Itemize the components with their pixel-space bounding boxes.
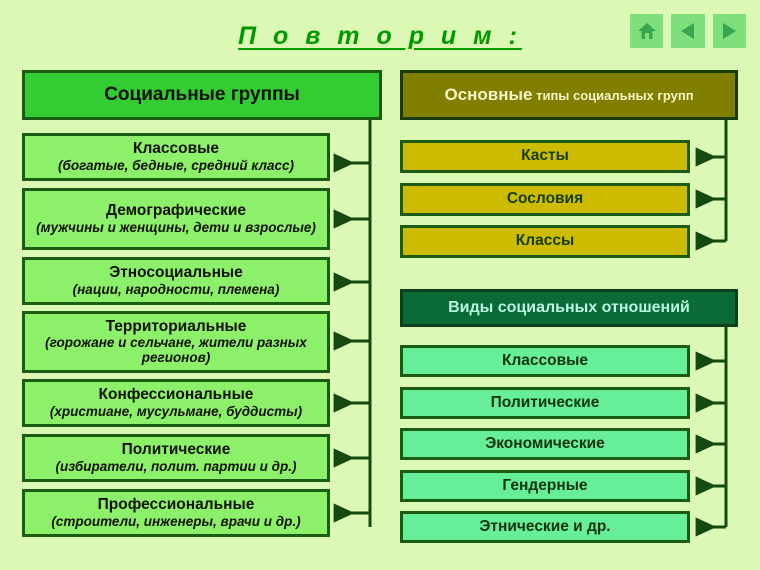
previous-button[interactable] xyxy=(671,14,705,48)
slide-title: П о в т о р и м : xyxy=(238,22,522,50)
social-group-item-demograficheskie[interactable]: Демографические (мужчины и женщины, дети… xyxy=(22,188,330,250)
item-title: Сословия xyxy=(506,190,584,208)
relation-types-header-label: Виды социальных отношений xyxy=(448,298,690,316)
item-title: Конфессиональные xyxy=(98,386,254,404)
item-title: Гендерные xyxy=(502,476,588,494)
item-title: Политические xyxy=(490,393,600,411)
relation-type-item-gendernye[interactable]: Гендерные xyxy=(400,470,690,502)
main-types-header-label: Основные типы социальных групп xyxy=(444,86,693,104)
main-types-header-rest: типы социальных групп xyxy=(532,88,694,104)
item-title: Касты xyxy=(521,147,569,165)
triangle-right-icon xyxy=(718,20,740,42)
item-title: Демографические xyxy=(106,202,246,220)
relation-type-item-klassovye[interactable]: Классовые xyxy=(400,345,690,377)
social-group-item-classovye[interactable]: Классовые (богатые, бедные, средний клас… xyxy=(22,133,330,181)
item-title: Этнические и др. xyxy=(479,517,611,535)
item-title: Этносоциальные xyxy=(109,264,243,282)
social-group-item-politicheskie[interactable]: Политические (избиратели, полит. партии … xyxy=(22,434,330,482)
item-title: Экономические xyxy=(485,434,605,452)
social-group-item-professionalnye[interactable]: Профессиональные (строители, инженеры, в… xyxy=(22,489,330,537)
item-title: Территориальные xyxy=(105,318,247,336)
home-icon xyxy=(636,20,658,42)
item-title: Политические xyxy=(121,441,231,459)
social-group-item-territorialnye[interactable]: Территориальные (горожане и сельчане, жи… xyxy=(22,311,330,373)
social-groups-header: Социальные группы xyxy=(22,70,382,120)
item-subtitle: (христиане, мусульмане, буддисты) xyxy=(49,403,303,419)
main-types-header: Основные типы социальных групп xyxy=(400,70,738,120)
main-type-item-sosloviya[interactable]: Сословия xyxy=(400,183,690,216)
item-subtitle: (нации, народности, племена) xyxy=(72,281,280,297)
item-title: Классовые xyxy=(132,140,220,158)
item-subtitle: (горожане и сельчане, жители разных реги… xyxy=(45,335,307,365)
main-type-item-kasty[interactable]: Касты xyxy=(400,140,690,173)
item-title: Классовые xyxy=(501,351,589,369)
item-subtitle: (мужчины и женщины, дети и взрослые) xyxy=(36,219,316,235)
home-button[interactable] xyxy=(630,14,664,48)
next-button[interactable] xyxy=(712,14,746,48)
relation-type-item-etnicheskie[interactable]: Этнические и др. xyxy=(400,511,690,543)
main-type-item-klassy[interactable]: Классы xyxy=(400,225,690,258)
relation-type-item-politicheskie[interactable]: Политические xyxy=(400,387,690,419)
relation-type-item-ekonomicheskie[interactable]: Экономические xyxy=(400,428,690,460)
item-subtitle: (строители, инженеры, врачи и др.) xyxy=(51,513,301,529)
item-subtitle: (избиратели, полит. партии и др.) xyxy=(55,458,297,474)
item-subtitle: (богатые, бедные, средний класс) xyxy=(57,157,294,173)
social-group-item-etnosocialnye[interactable]: Этносоциальные (нации, народности, племе… xyxy=(22,257,330,305)
relation-types-header: Виды социальных отношений xyxy=(400,289,738,327)
social-group-item-konfessionalnye[interactable]: Конфессиональные (христиане, мусульмане,… xyxy=(22,379,330,427)
navigation-buttons xyxy=(630,14,746,48)
item-title: Профессиональные xyxy=(97,496,255,514)
main-types-header-strong: Основные xyxy=(444,85,533,105)
triangle-left-icon xyxy=(677,20,699,42)
social-groups-header-label: Социальные группы xyxy=(104,84,300,106)
item-title: Классы xyxy=(515,232,575,250)
